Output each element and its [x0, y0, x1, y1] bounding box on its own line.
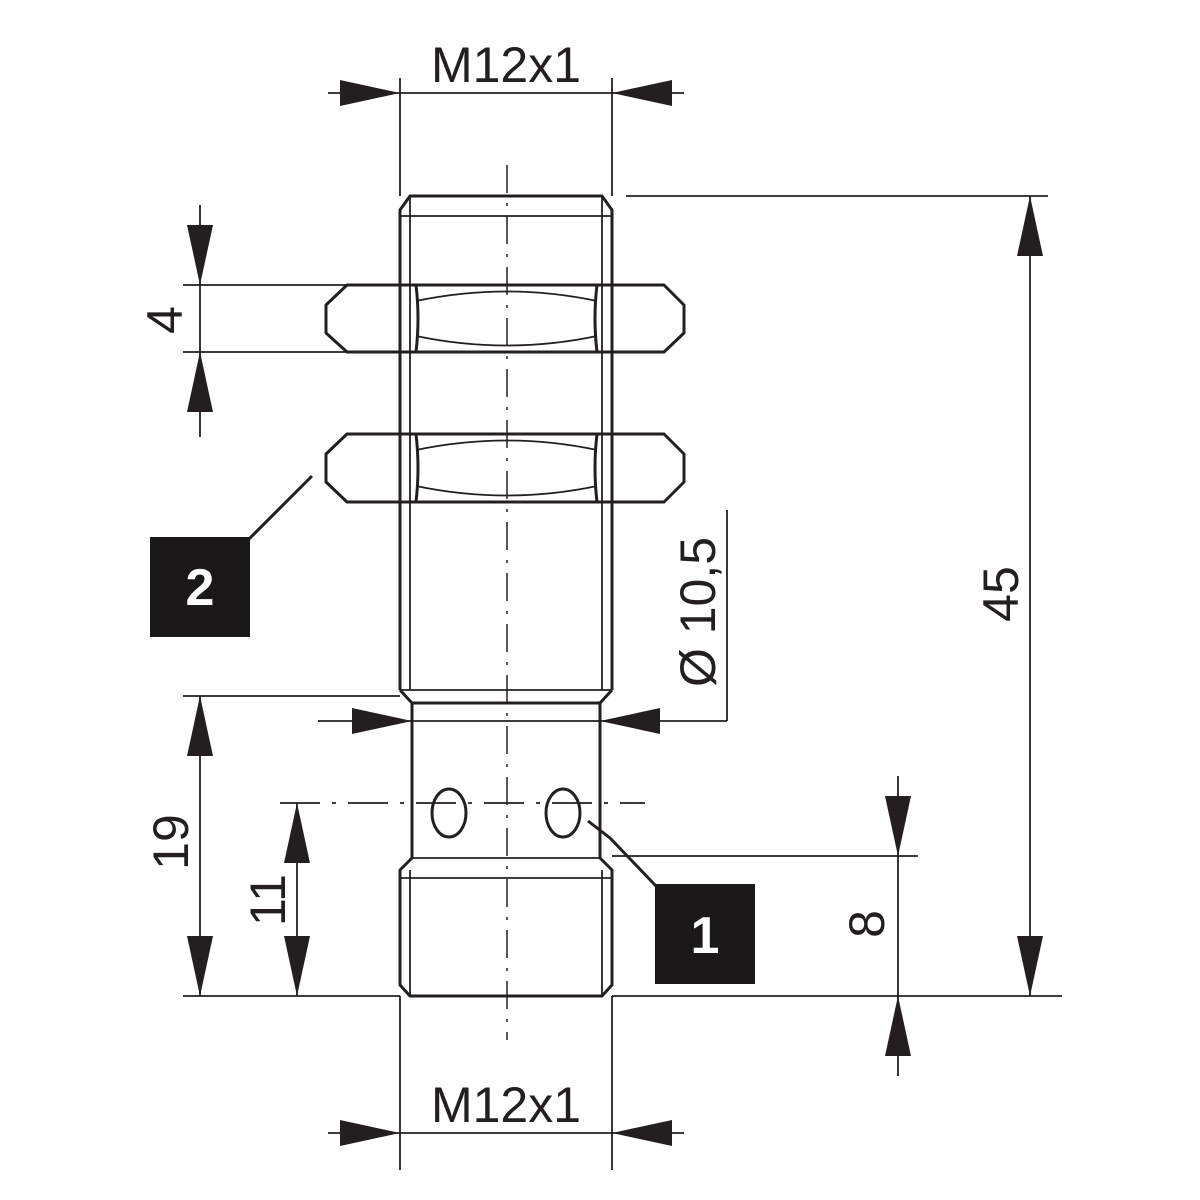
- dimension-bottom-thread: M12x1: [328, 996, 684, 1170]
- label-end-thread-length: 8: [839, 910, 895, 938]
- callout-1: 1: [587, 819, 755, 984]
- dimension-nut-height: 4: [137, 205, 347, 437]
- callout-2: 2: [150, 474, 314, 637]
- dimension-body-diameter: Ø 10,5: [318, 510, 728, 734]
- callout-badge-1: [655, 884, 755, 984]
- callout-label-2: 2: [186, 559, 215, 617]
- dimension-total-length: 45: [612, 195, 1062, 997]
- sensor-body: [280, 194, 645, 998]
- callout-label-1: 1: [691, 907, 720, 965]
- dimension-end-thread-length: 8: [612, 776, 918, 1076]
- label-bottom-thread: M12x1: [431, 1077, 581, 1133]
- dimension-hole-height: 11: [240, 803, 310, 996]
- label-body-diameter: Ø 10,5: [670, 537, 726, 687]
- label-lower-length: 19: [143, 814, 199, 870]
- hex-nut-upper: [324, 283, 686, 354]
- dimension-top-thread: M12x1: [328, 37, 684, 196]
- label-total-length: 45: [973, 566, 1029, 622]
- callout-badge-2: [150, 537, 250, 637]
- label-top-thread: M12x1: [431, 37, 581, 93]
- sensor-hole-right: [544, 787, 582, 839]
- label-hole-height: 11: [240, 874, 296, 926]
- label-nut-height: 4: [137, 306, 193, 334]
- hex-nut-lower: [324, 432, 686, 504]
- sensor-hole-left: [430, 787, 468, 839]
- dimension-lower-length: 19: [143, 695, 400, 997]
